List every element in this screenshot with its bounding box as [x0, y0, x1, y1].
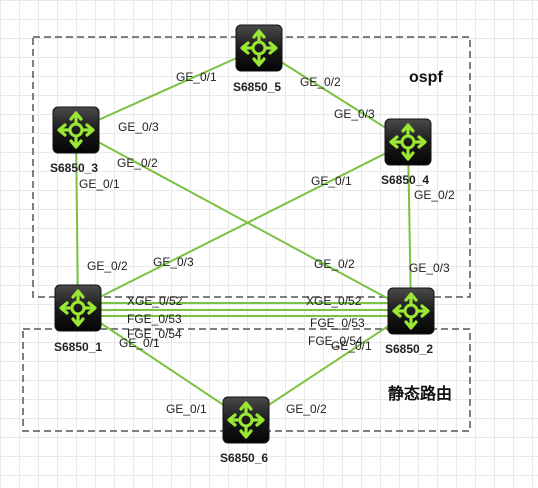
link-d1-d6 — [77, 307, 247, 421]
router-icon — [234, 23, 284, 73]
port-labels: GE_0/1 GE_0/2 GE_0/3 GE_0/3 GE_0/2 GE_0/… — [79, 70, 455, 416]
port-label: GE_0/1 — [119, 336, 160, 350]
link-d5-d3 — [75, 47, 260, 131]
link-d2-d6 — [245, 310, 412, 421]
port-label: GE_0/1 — [79, 177, 120, 191]
links — [75, 47, 412, 421]
device-label: S6850_4 — [381, 173, 429, 187]
port-label: GE_0/2 — [117, 156, 158, 170]
device-s6850-3[interactable]: S6850_3 — [50, 105, 101, 175]
device-label: S6850_6 — [220, 451, 268, 465]
port-label: GE_0/1 — [166, 402, 207, 416]
link-d3-d1 — [75, 129, 79, 309]
device-s6850-5[interactable]: S6850_5 — [233, 23, 284, 94]
port-label: GE_0/3 — [409, 261, 450, 275]
router-icon — [383, 117, 433, 167]
device-label: S6850_2 — [385, 342, 433, 356]
port-label: GE_0/2 — [87, 259, 128, 273]
port-label: GE_0/1 — [331, 339, 372, 353]
port-label: FGE_0/53 — [127, 312, 182, 326]
device-s6850-6[interactable]: S6850_6 — [220, 395, 271, 465]
device-s6850-2[interactable]: S6850_2 — [385, 286, 436, 356]
port-label: XGE_0/52 — [127, 294, 183, 308]
device-s6850-1[interactable]: S6850_1 — [53, 283, 103, 354]
ospf-region-label: ospf — [409, 69, 443, 86]
router-icon — [221, 395, 271, 445]
port-label: XGE_0/52 — [306, 294, 362, 308]
ospf-region — [32, 36, 471, 298]
port-label: GE_0/2 — [414, 188, 455, 202]
link-d4-d1 — [77, 141, 409, 309]
device-label: S6850_1 — [54, 340, 102, 354]
port-label: GE_0/1 — [311, 174, 352, 188]
link-d3-d2 — [75, 129, 412, 312]
port-label: FGE_0/54 — [308, 334, 363, 348]
device-s6850-4[interactable]: S6850_4 — [381, 117, 433, 187]
device-label: S6850_3 — [50, 161, 98, 175]
port-label: FGE_0/54 — [127, 327, 182, 341]
router-icon — [53, 283, 103, 333]
port-label: FGE_0/53 — [310, 316, 365, 330]
link-d5-d4 — [258, 47, 409, 143]
port-label: GE_0/3 — [118, 120, 159, 134]
port-label: GE_0/2 — [314, 257, 355, 271]
port-label: GE_0/2 — [286, 402, 327, 416]
static-route-region-label: 静态路由 — [388, 384, 452, 403]
router-icon — [51, 105, 101, 155]
device-label: S6850_5 — [233, 80, 281, 94]
link-d4-d2 — [407, 141, 412, 312]
port-label: GE_0/2 — [300, 75, 341, 89]
router-icon — [386, 286, 436, 336]
port-label: GE_0/3 — [334, 107, 375, 121]
port-label: GE_0/3 — [153, 255, 194, 269]
port-label: GE_0/1 — [176, 70, 217, 84]
